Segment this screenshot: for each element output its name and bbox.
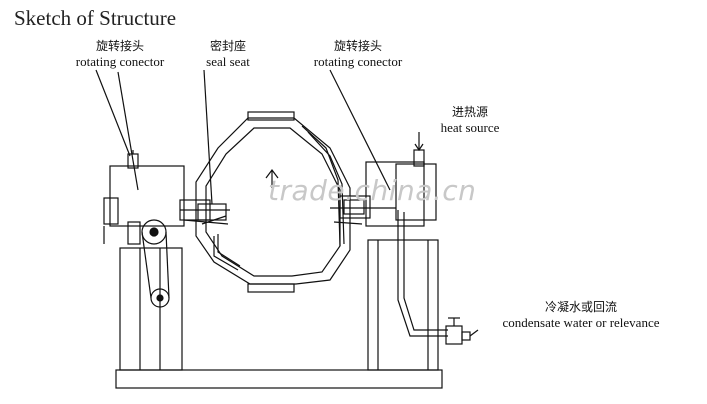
label-rotating-connector-right-en: rotating conector: [313, 54, 403, 69]
label-rotating-connector-left-zh: 旋转接头: [95, 39, 144, 53]
label-condensate-en: condensate water or relevance: [502, 315, 660, 330]
label-heat-source-zh: 进热源: [451, 105, 488, 119]
vessel-outer: [195, 117, 351, 285]
label-condensate-zh: 冷凝水或回流: [544, 300, 617, 314]
right-stand: [365, 149, 439, 371]
leader-rotating-left: [95, 69, 131, 157]
vessel-top-flange: [247, 111, 295, 121]
left-stand: [103, 150, 185, 371]
vessel-inner: [205, 127, 341, 277]
page-title: Sketch of Structure: [14, 6, 177, 30]
watermark: trade.china.cn: [268, 174, 477, 207]
label-rotating-connector-right: 旋转接头 rotating conector: [292, 38, 424, 70]
label-seal-seat-en: seal seat: [206, 54, 250, 69]
label-heat-source: 进热源 heat source: [424, 104, 516, 136]
label-heat-source-en: heat source: [440, 120, 500, 135]
leader-rotating-right: [329, 69, 391, 191]
label-condensate: 冷凝水或回流 condensate water or relevance: [470, 299, 692, 331]
label-seal-seat-zh: 密封座: [209, 39, 246, 53]
label-rotating-connector-left: 旋转接头 rotating conector: [54, 38, 186, 70]
left-shaft: [179, 199, 230, 225]
label-rotating-connector-right-zh: 旋转接头: [333, 39, 382, 53]
right-shaft: [330, 195, 396, 225]
base-plate: [115, 369, 443, 389]
label-rotating-connector-left-en: rotating conector: [75, 54, 165, 69]
drive-pulley: [127, 219, 170, 308]
leader-seal-seat: [203, 69, 213, 205]
vessel-bottom-flange: [247, 283, 295, 293]
condensate-pipe: [397, 210, 471, 345]
label-seal-seat: 密封座 seal seat: [192, 38, 264, 70]
